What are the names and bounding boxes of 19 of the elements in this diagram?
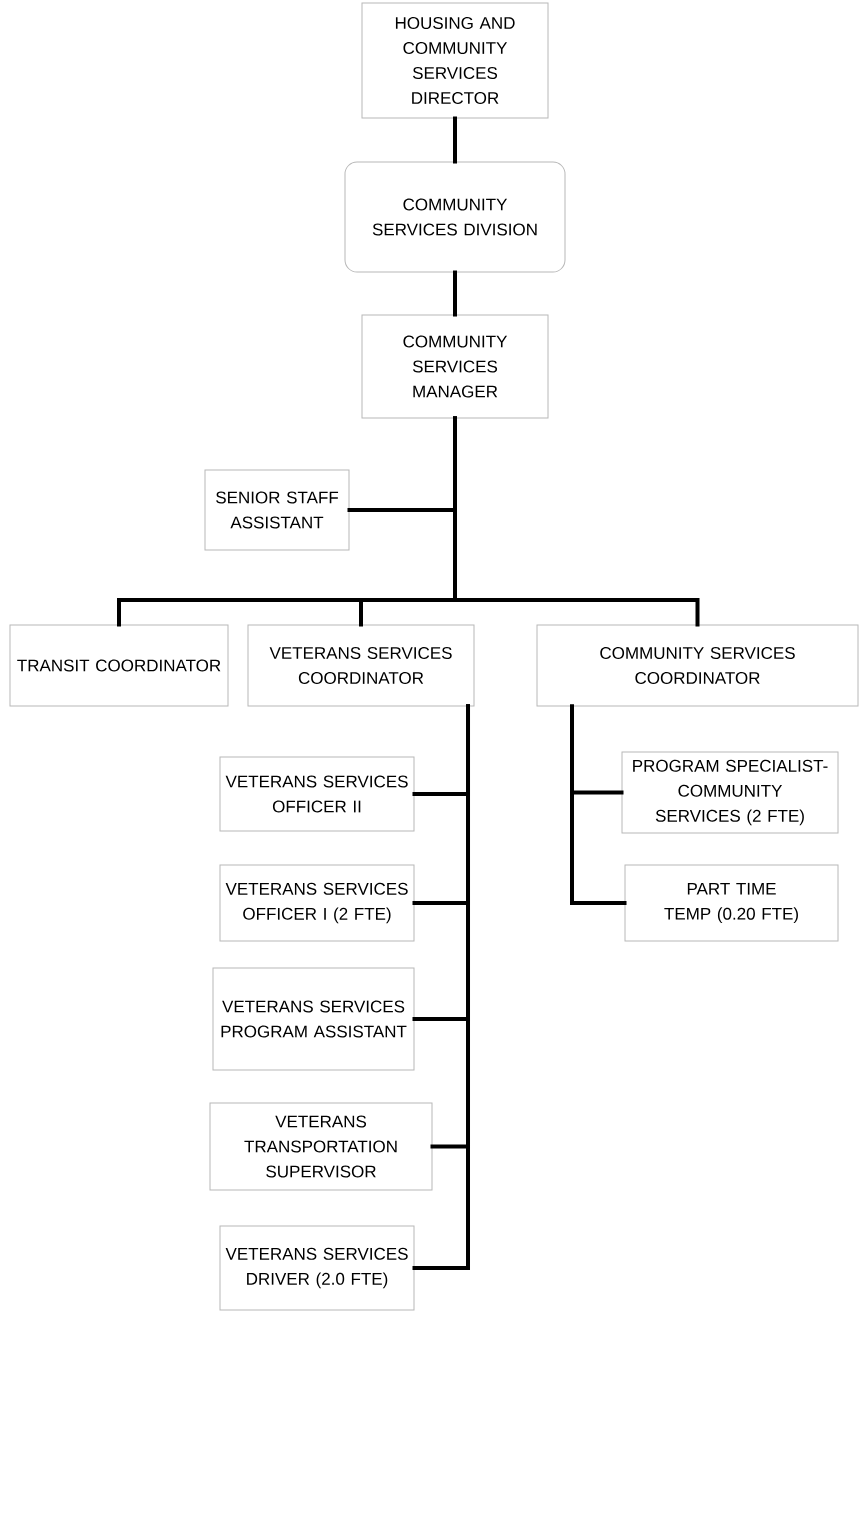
connector-line — [412, 704, 470, 1270]
position-box: PART TIME TEMP (0.20 FTE) — [624, 864, 839, 942]
position-box: PROGRAM SPECIALIST-COMMUNITY SERVICES (2 FTE) — [621, 751, 839, 834]
connector-line — [453, 270, 457, 317]
position-box: HOUSING AND COMMUNITY SERVICES DIRECTOR — [361, 2, 549, 119]
position-box: VETERANS SERVICES PROGRAM ASSISTANT — [212, 967, 415, 1071]
position-box: COMMUNITY SERVICES MANAGER — [361, 314, 549, 419]
position-box: VETERANS SERVICES OFFICER II — [219, 756, 415, 832]
position-box: COMMUNITY SERVICES COORDINATOR — [536, 624, 859, 707]
position-box: VETERANS TRANSPORTATION SUPERVISOR — [209, 1102, 433, 1191]
connector-line — [453, 116, 457, 164]
connector-line — [570, 704, 627, 905]
connector-line — [453, 416, 700, 627]
position-box: TRANSIT COORDINATOR — [9, 624, 229, 707]
division-box: COMMUNITY SERVICES DIVISION — [344, 161, 566, 273]
position-box: VETERANS SERVICES COORDINATOR — [247, 624, 475, 707]
position-box: SENIOR STAFF ASSISTANT — [204, 469, 350, 551]
position-box: VETERANS SERVICES DRIVER (2.0 FTE) — [219, 1225, 415, 1311]
position-box: VETERANS SERVICES OFFICER I (2 FTE) — [219, 864, 415, 942]
